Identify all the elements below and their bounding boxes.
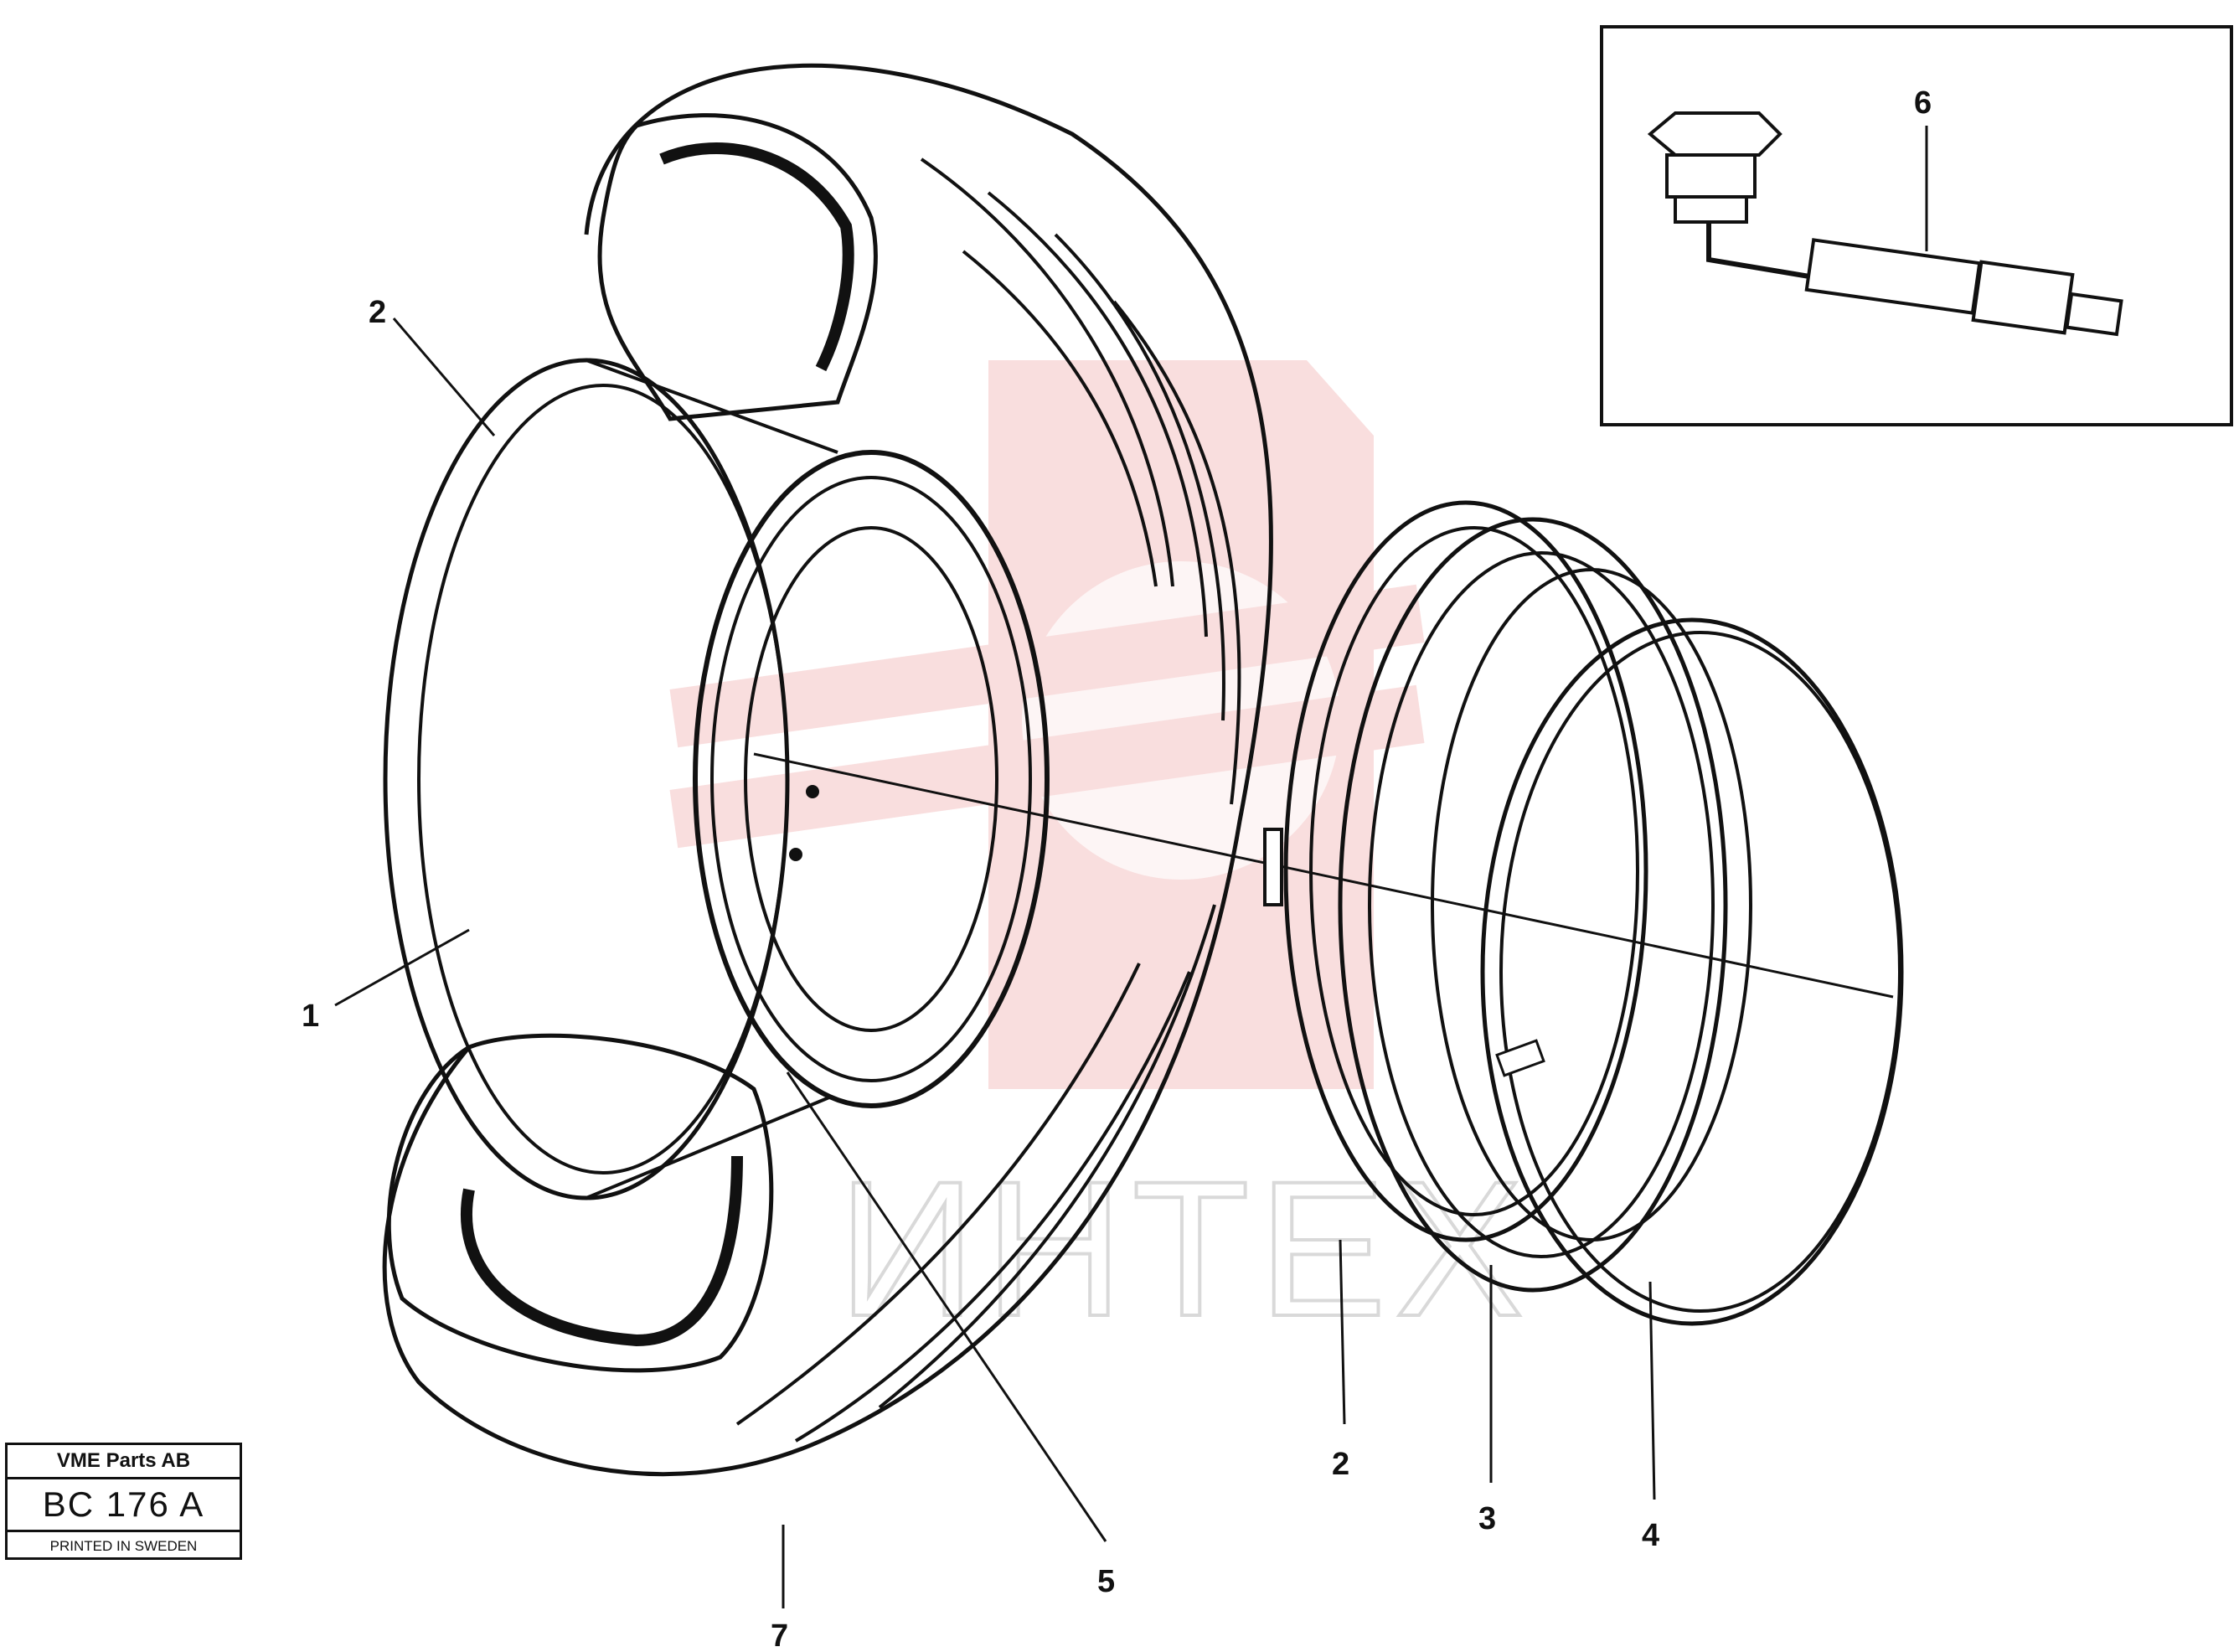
tire	[382, 63, 1273, 1477]
bead-seat-ring	[1263, 500, 1648, 1242]
callout-2-left: 2	[369, 295, 386, 330]
title-stamp: VME Parts AB BC 176 A PRINTED IN SWEDEN	[5, 1443, 242, 1560]
stamp-printed: PRINTED IN SWEDEN	[49, 1537, 198, 1554]
stamp-company: VME Parts AB	[8, 1445, 240, 1479]
callout-6: 6	[1914, 85, 1932, 121]
callout-3: 3	[1478, 1501, 1496, 1536]
stamp-code: BC 176 A	[8, 1479, 240, 1532]
leader-lines	[334, 126, 1928, 1608]
lock-ring	[1480, 617, 1904, 1326]
wheel-rim	[383, 358, 1050, 1200]
callout-7: 7	[771, 1618, 788, 1648]
callout-2-right: 2	[1332, 1447, 1349, 1482]
callout-5: 5	[1097, 1564, 1115, 1599]
valve-inset	[1600, 25, 2233, 426]
flange-ring	[1338, 517, 1752, 1293]
axis-line	[753, 752, 1894, 999]
callout-1: 1	[302, 999, 319, 1034]
callout-4: 4	[1642, 1518, 1659, 1553]
